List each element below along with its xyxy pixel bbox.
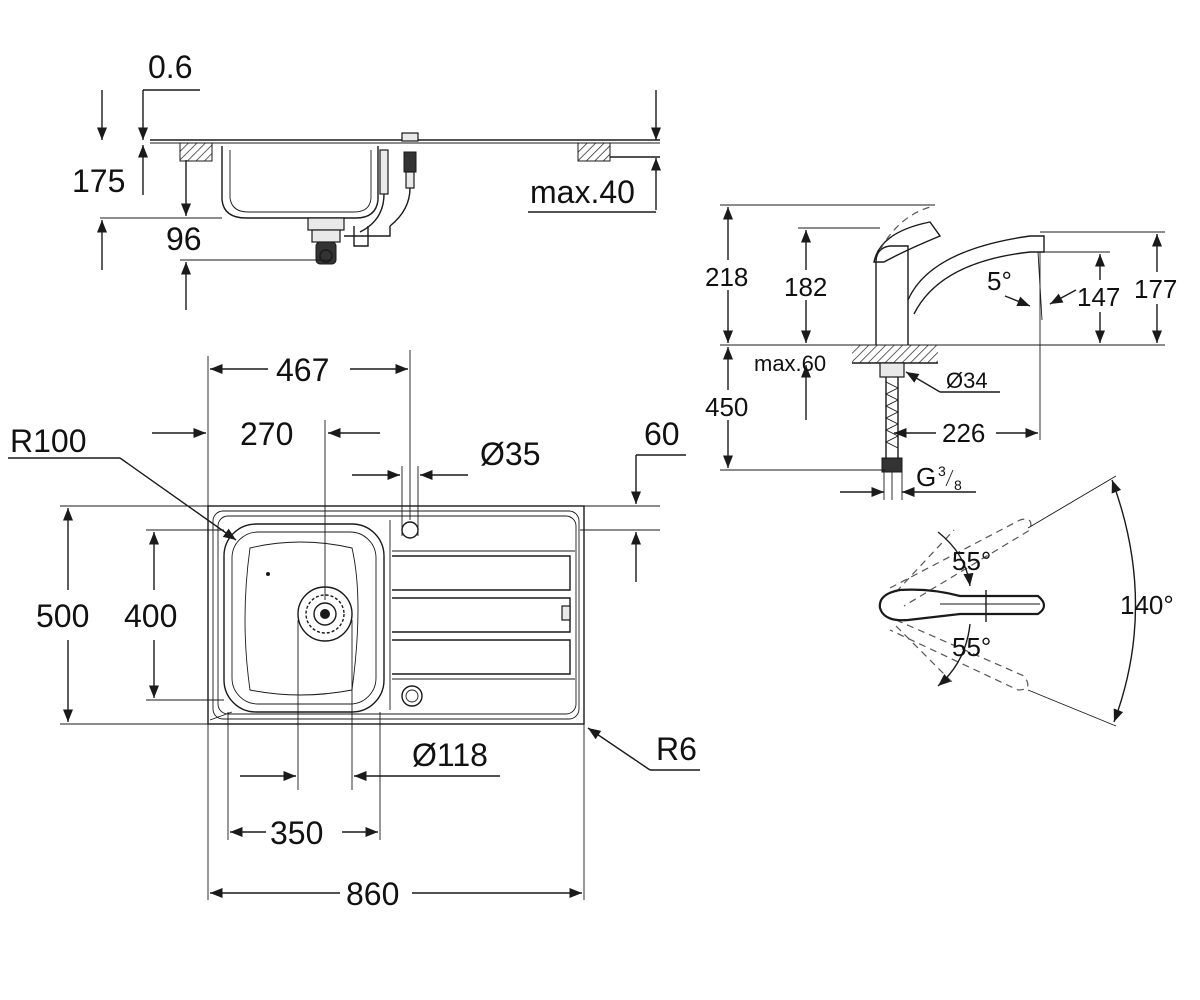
dim-drain-offset: 96: [166, 221, 202, 257]
sink-side-section: 0.6 175 96 max.40: [72, 49, 662, 310]
counter-hatch: [852, 345, 938, 363]
dim-edge-60: 60: [644, 416, 680, 452]
lever-angle-total: 140°: [1120, 590, 1174, 620]
dim-270: 270: [240, 416, 293, 452]
dim-860: 860: [346, 876, 399, 912]
dim-400: 400: [124, 598, 177, 634]
dim-depth: 175: [72, 163, 125, 199]
drainer-ribs: [389, 520, 575, 710]
faucet-spout: [907, 235, 1045, 315]
faucet-side-view: 218 182 177 147 5° max.60 Ø34 450: [705, 204, 1177, 500]
thread-numerator: 3: [938, 463, 946, 479]
dim-faucet-147: 147: [1077, 282, 1120, 312]
sink-outer-rim: [207, 505, 585, 725]
faucet-body: [875, 245, 909, 345]
dim-500: 500: [36, 598, 89, 634]
lever-angle-top: 55°: [952, 546, 991, 576]
worktop-right-block: [577, 142, 611, 162]
lever-rotation-view: 55° 55° 140°: [878, 475, 1174, 727]
dim-max-worktop: max.40: [530, 174, 635, 210]
tap-hole: [401, 521, 419, 539]
dim-tap-hole: Ø35: [480, 436, 540, 472]
thread-denominator: 8: [954, 477, 962, 493]
bowl-outline: [223, 523, 385, 713]
worktop-left-block: [179, 142, 213, 162]
dim-reach-226: 226: [942, 418, 985, 448]
dim-drain-diameter: Ø118: [412, 737, 488, 773]
lever-angle-bottom: 55°: [952, 632, 991, 662]
dim-spout-angle: 5°: [987, 266, 1012, 296]
dim-corner-radius: R100: [10, 423, 87, 459]
dim-shank-diameter: Ø34: [946, 368, 988, 393]
thread-g: G: [916, 462, 936, 492]
dim-faucet-177: 177: [1134, 274, 1177, 304]
faucet-lever: [873, 221, 942, 263]
dim-thickness: 0.6: [148, 49, 192, 85]
dim-350: 350: [270, 815, 323, 851]
lever-handle: [878, 588, 1046, 622]
dim-faucet-182: 182: [784, 272, 827, 302]
dim-467: 467: [276, 352, 329, 388]
bowl-section: [221, 146, 379, 219]
dim-hose-450: 450: [705, 392, 748, 422]
dim-outer-radius: R6: [656, 731, 697, 767]
dim-max-60: max.60: [754, 351, 826, 376]
sink-top-view: 467 270 Ø35 60 R100 500 400: [8, 350, 700, 912]
dim-faucet-218: 218: [705, 262, 748, 292]
